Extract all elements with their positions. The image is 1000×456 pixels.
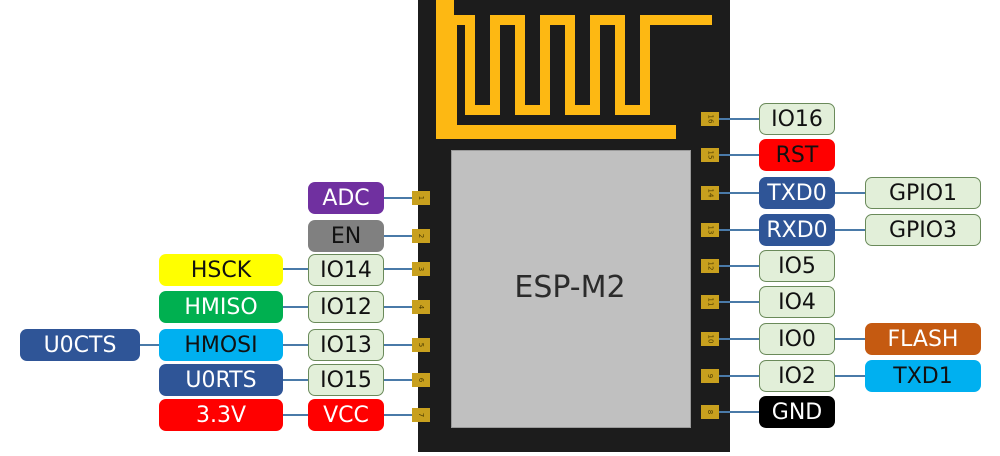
label-gpio3: GPIO3 [865, 214, 981, 246]
connector-line [719, 154, 759, 156]
pin-number: 3 [417, 266, 425, 272]
pin-number: 11 [705, 297, 714, 307]
label-io12: IO12 [308, 291, 384, 323]
label-hmiso: HMISO [159, 291, 283, 323]
label-io0: IO0 [759, 323, 835, 355]
pin-pad-4: 4 [412, 300, 430, 314]
label-io14: IO14 [308, 254, 384, 286]
connector-line [384, 197, 412, 199]
label-gpio1: GPIO1 [865, 177, 981, 209]
connector-line [719, 411, 759, 413]
label-txd0: TXD0 [759, 177, 835, 209]
connector-line [719, 301, 759, 303]
pin-number: 4 [417, 304, 425, 310]
label-flash: FLASH [865, 323, 981, 355]
connector-line [719, 265, 759, 267]
connector-line [384, 235, 412, 237]
label-hsck: HSCK [159, 254, 283, 286]
pin-pad-15: 15 [701, 148, 719, 162]
pin-number: 15 [705, 150, 714, 160]
pin-pad-13: 13 [701, 223, 719, 237]
module-name: ESP-M2 [514, 270, 626, 305]
pcb-antenna-icon [436, 0, 712, 139]
label-io13: IO13 [308, 329, 384, 361]
module-shield [451, 150, 691, 428]
pin-pad-10: 10 [701, 332, 719, 346]
pin-number: 13 [705, 225, 714, 235]
pin-number: 2 [417, 233, 425, 239]
pin-pad-7: 7 [412, 408, 430, 422]
label-vcc: VCC [308, 399, 384, 431]
connector-line [719, 118, 759, 120]
label-rxd0: RXD0 [759, 214, 835, 246]
pin-pad-1: 1 [412, 191, 430, 205]
pin-number: 7 [417, 412, 425, 418]
label-en: EN [308, 220, 384, 252]
pin-number: 5 [417, 342, 425, 348]
pin-number: 14 [705, 188, 714, 198]
pin-number: 1 [417, 195, 425, 201]
pin-number: 6 [417, 377, 425, 383]
label-rst: RST [759, 139, 835, 171]
pin-pad-2: 2 [412, 229, 430, 243]
pin-number: 9 [706, 373, 714, 379]
pin-pad-16: 16 [701, 112, 719, 126]
label-gnd: GND [759, 396, 835, 428]
label-u0cts: U0CTS [20, 329, 140, 361]
pin-pad-6: 6 [412, 373, 430, 387]
pin-pad-3: 3 [412, 262, 430, 276]
label-adc: ADC [308, 182, 384, 214]
label-txd1: TXD1 [865, 360, 981, 392]
pin-pad-12: 12 [701, 259, 719, 273]
label-io2: IO2 [759, 360, 835, 392]
pin-number: 12 [705, 261, 714, 271]
pin-pad-11: 11 [701, 295, 719, 309]
pin-number: 16 [705, 114, 714, 124]
label-io15: IO15 [308, 364, 384, 396]
pin-number: 8 [706, 409, 714, 415]
label-io4: IO4 [759, 286, 835, 318]
pin-pad-8: 8 [701, 405, 719, 419]
label-io16: IO16 [759, 103, 835, 135]
pin-pad-14: 14 [701, 186, 719, 200]
pin-pad-9: 9 [701, 369, 719, 383]
label-u0rts: U0RTS [159, 364, 283, 396]
label-3v3: 3.3V [159, 399, 283, 431]
label-hmosi: HMOSI [159, 329, 283, 361]
pin-pad-5: 5 [412, 338, 430, 352]
label-io5: IO5 [759, 250, 835, 282]
pin-number: 10 [705, 334, 714, 344]
